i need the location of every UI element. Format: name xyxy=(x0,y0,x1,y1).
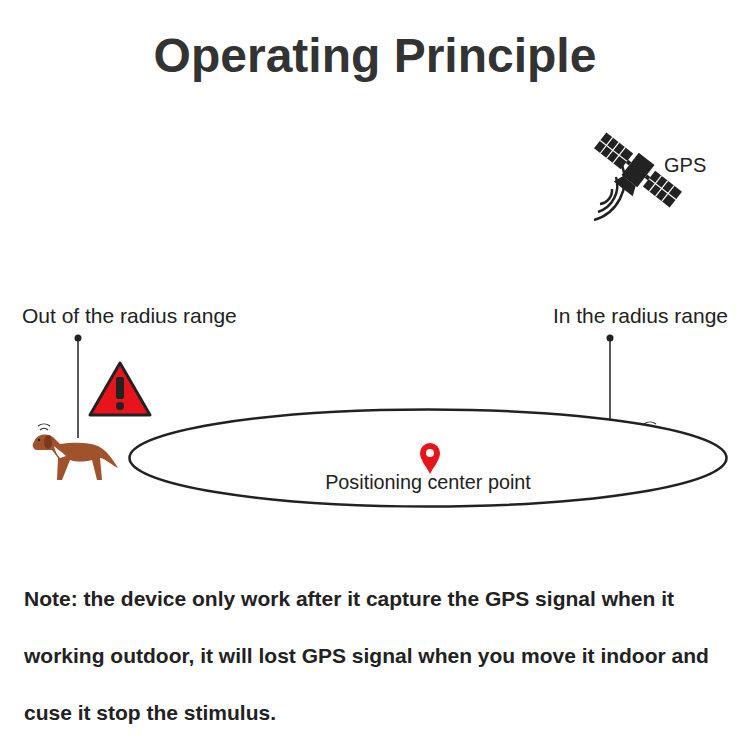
radius-ellipse: Positioning center point xyxy=(128,408,728,508)
gps-label: GPS xyxy=(664,154,706,177)
warning-sign xyxy=(90,363,150,415)
inside-label: In the radius range xyxy=(553,304,728,328)
title: Operating Principle xyxy=(0,28,750,83)
outside-label: Out of the radius range xyxy=(22,304,237,328)
dog-outside xyxy=(33,424,118,480)
note: Note: the device only work after it capt… xyxy=(24,570,726,741)
node-text: Positioning center point xyxy=(128,471,728,494)
